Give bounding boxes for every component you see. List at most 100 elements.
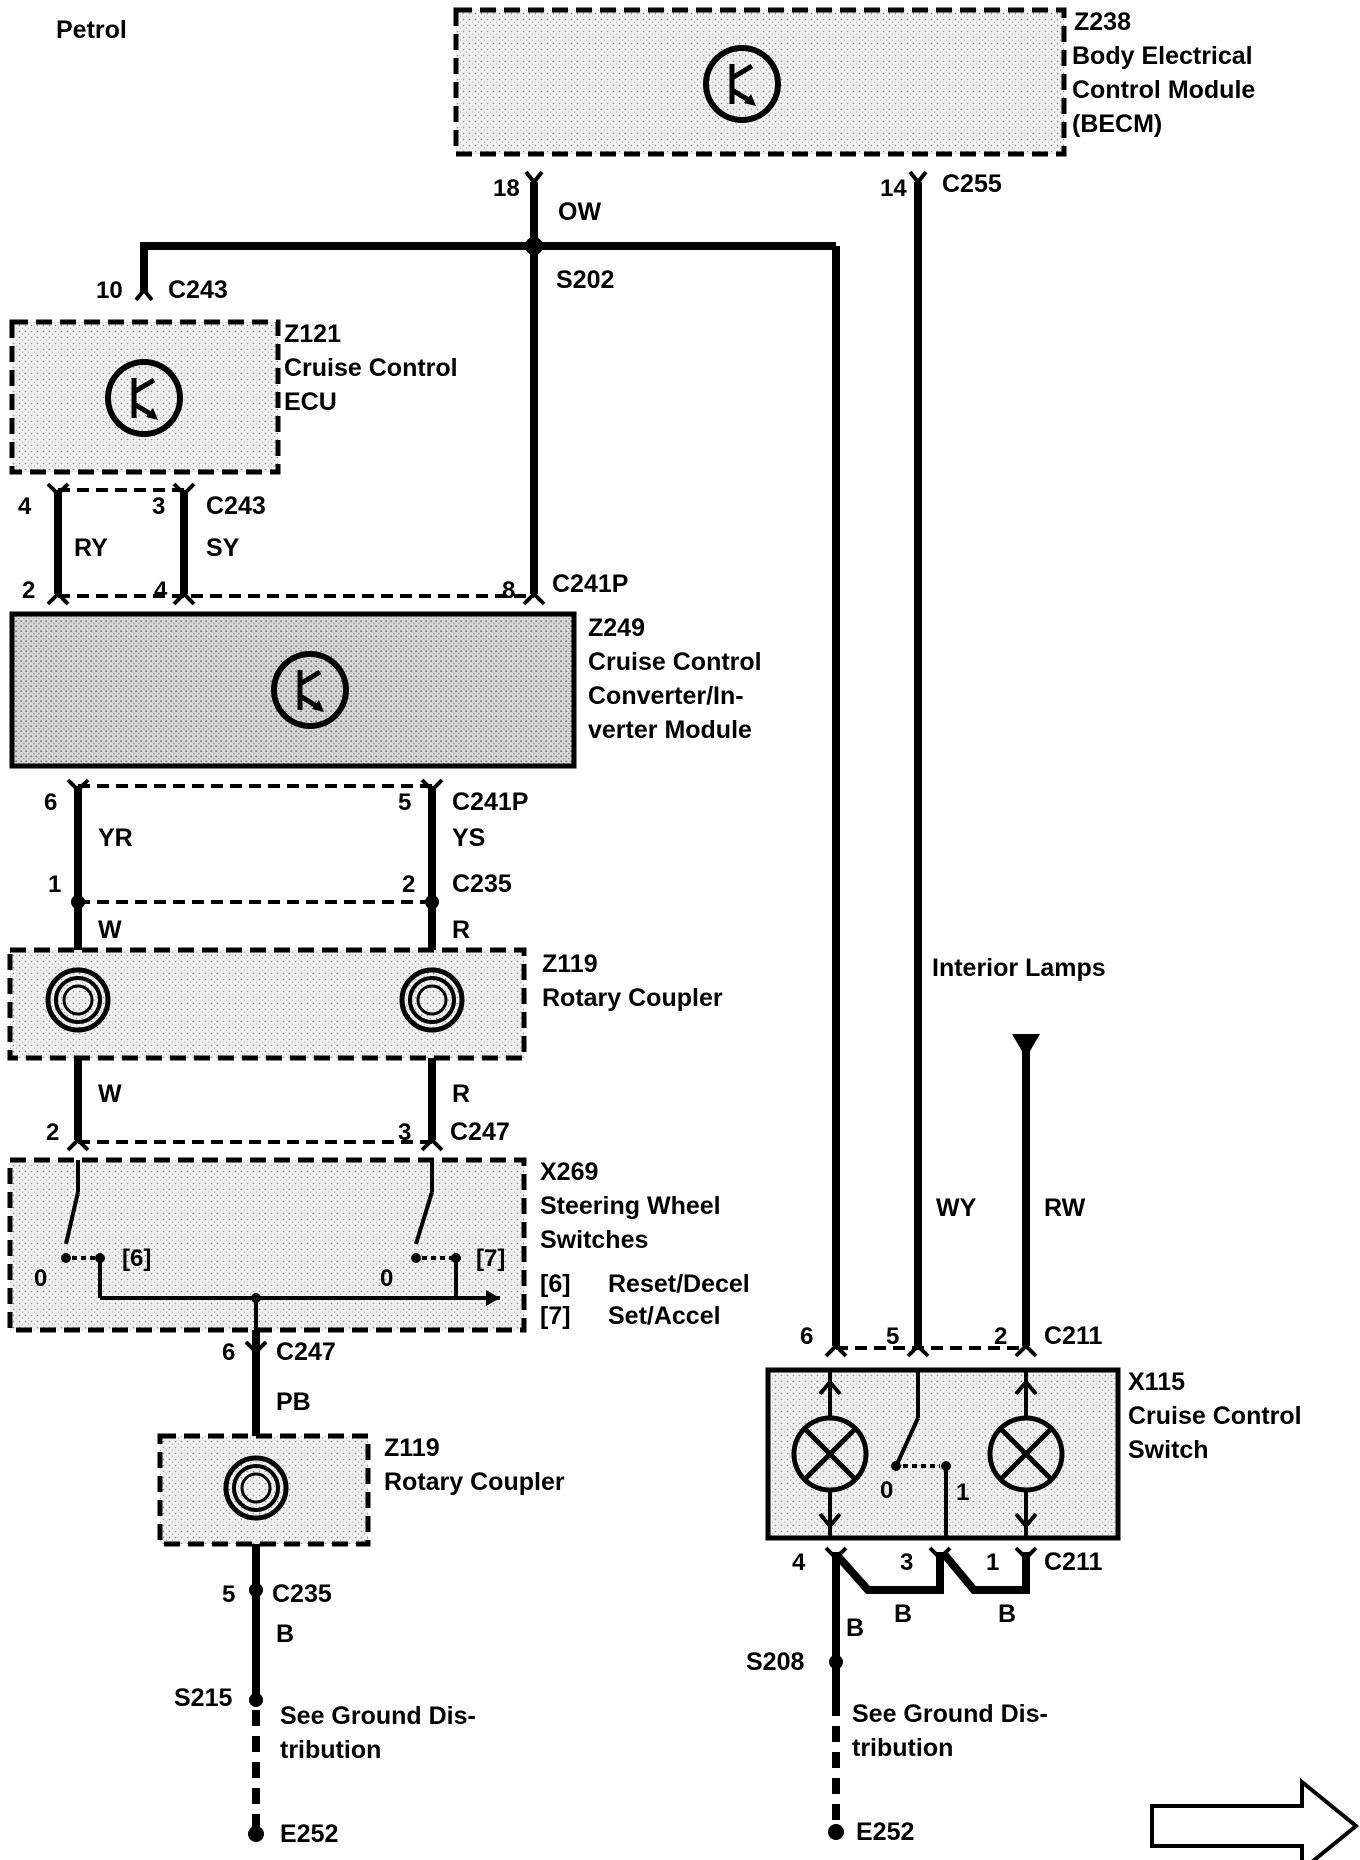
pin-label: 1	[48, 871, 61, 898]
ecu-name-line1: Cruise Control	[284, 354, 458, 382]
wire-color-b2: B	[894, 1600, 912, 1628]
ground-note-right-1: See Ground Dis-	[852, 1700, 1048, 1728]
coil-icon	[223, 1455, 289, 1521]
converter-module: Z249 Cruise Control Converter/In- verter…	[9, 611, 762, 769]
steering-wheel-switches: 0 [6] 0 [7] X269 Steering Wheel Switches…	[7, 1157, 750, 1333]
note-7-key: [7]	[540, 1302, 571, 1330]
connector-c243-top: C243	[168, 276, 228, 304]
rotary-coupler-lower-id: Z119	[384, 1434, 440, 1462]
cruise-switch-pos-0: 0	[880, 1477, 893, 1504]
connector-mark	[420, 1137, 444, 1152]
pin-label: 2	[22, 577, 35, 604]
pin-label: 4	[792, 1549, 806, 1576]
lamp-lead-arrow	[818, 1378, 842, 1396]
lamp-lead-arrow	[1014, 1512, 1038, 1530]
cruise-switch-pos-1: 1	[956, 1479, 969, 1506]
steering-switches-name-line1: Steering Wheel	[540, 1192, 721, 1220]
page-title: Petrol	[56, 16, 127, 44]
pin-label: 18	[493, 175, 520, 202]
rotary-coupler-box	[7, 947, 527, 1061]
connector-mark	[1014, 1343, 1038, 1358]
switch-6-tag: [6]	[122, 1245, 151, 1272]
switch-contact	[251, 1293, 261, 1303]
wire-color-b3: B	[998, 1600, 1016, 1628]
ground-e252-left: E252	[280, 1820, 338, 1848]
cruise-control-switch: 0 1 X115 Cruise Control Switch	[765, 1367, 1302, 1541]
connector-mark	[172, 482, 196, 497]
pin-label: 6	[44, 789, 57, 816]
becm-module: Z238 Body Electrical Control Module (BEC…	[453, 7, 1255, 157]
lamp-lead-arrow	[818, 1512, 842, 1530]
ecu-symbol-icon	[703, 45, 781, 123]
ground-e252-right: E252	[856, 1818, 914, 1846]
ecu-id: Z121	[284, 320, 341, 348]
rotary-coupler-upper: Z119 Rotary Coupler	[7, 947, 723, 1061]
pin-label: 2	[46, 1119, 59, 1146]
pin-label: 4	[154, 577, 168, 604]
pin-label: 5	[222, 1581, 235, 1608]
pin-label: 3	[900, 1549, 913, 1576]
ground-note-left-2: tribution	[280, 1736, 381, 1764]
interior-lamps-label: Interior Lamps	[932, 954, 1106, 982]
converter-name-line2: Converter/In-	[588, 682, 744, 710]
switch-contact	[891, 1461, 901, 1471]
ground-point	[828, 1824, 844, 1840]
connector-mark	[1014, 1546, 1038, 1561]
connector-c211-bottom: C211	[1044, 1548, 1102, 1576]
connector-c235-top: C235	[452, 870, 512, 898]
splice-s215: S215	[174, 1684, 232, 1712]
converter-name-line3: verter Module	[588, 716, 752, 744]
wire-color-pb: PB	[276, 1388, 311, 1416]
connector-mark	[249, 1583, 263, 1597]
connector-mark	[928, 1546, 952, 1561]
pin-label: 4	[18, 493, 32, 520]
connector-mark	[824, 1546, 848, 1561]
pin-label: 14	[880, 175, 907, 202]
next-page-arrow-icon[interactable]	[1150, 1777, 1360, 1860]
ecu-name-line2: ECU	[284, 388, 337, 416]
steering-switches-name-line2: Switches	[540, 1226, 648, 1254]
connector-mark	[66, 1137, 90, 1152]
coil-icon	[45, 967, 111, 1033]
coil-icon	[399, 967, 465, 1033]
note-6-label: Reset/Decel	[608, 1270, 750, 1298]
rotary-coupler-lower: Z119 Rotary Coupler	[157, 1433, 565, 1547]
pin-label: 6	[222, 1339, 235, 1366]
wire-color-w2: W	[98, 1080, 122, 1108]
connector-mark	[66, 778, 90, 793]
splice-dot	[249, 1693, 263, 1707]
note-6-key: [6]	[540, 1270, 571, 1298]
connector-c241p-mid: C241P	[452, 788, 528, 816]
switch-blade	[896, 1417, 920, 1463]
connector-c211-top: C211	[1044, 1322, 1102, 1350]
switch-7-tag: [7]	[476, 1245, 505, 1272]
splice-dot	[525, 237, 543, 255]
wire-color-ry: RY	[74, 534, 108, 562]
connector-mark	[244, 1340, 268, 1355]
cruise-switch-id: X115	[1128, 1368, 1185, 1396]
ecu-box	[9, 319, 281, 475]
converter-id: Z249	[588, 614, 645, 642]
pin-label: 6	[800, 1323, 813, 1350]
cruise-switch-box	[765, 1367, 1121, 1541]
connector-c235-bottom: C235	[272, 1580, 332, 1608]
wire-color-rw: RW	[1044, 1194, 1086, 1222]
becm-id: Z238	[1074, 8, 1131, 36]
switch-7-pos-0: 0	[380, 1265, 393, 1292]
cruise-control-ecu: Z121 Cruise Control ECU	[9, 319, 458, 475]
steering-switches-box	[7, 1157, 527, 1333]
pin-label: 5	[886, 1323, 899, 1350]
connector-mark	[71, 895, 85, 909]
wire-color-ow: OW	[558, 198, 601, 226]
lamp-lead-arrow	[1014, 1378, 1038, 1396]
ground-note-right-2: tribution	[852, 1734, 953, 1762]
wire-color-r1: R	[452, 916, 470, 944]
connector-mark	[46, 591, 70, 606]
connector-mark	[522, 591, 546, 606]
becm-box	[453, 7, 1067, 157]
connector-mark	[906, 1343, 930, 1358]
pin-label: 10	[96, 277, 123, 304]
ecu-symbol-icon	[105, 359, 183, 437]
rotary-coupler-box	[157, 1433, 371, 1547]
